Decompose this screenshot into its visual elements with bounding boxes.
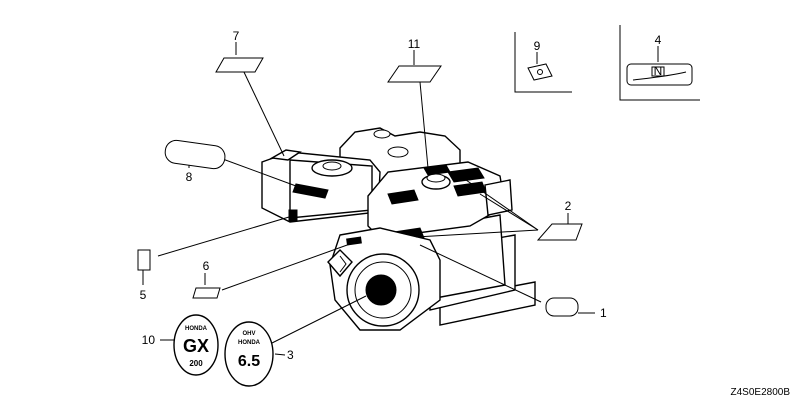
label-5-decal xyxy=(137,249,151,271)
label-11-decal xyxy=(387,65,442,83)
inset-4: N xyxy=(619,25,700,101)
emblem-gx-model: GX xyxy=(183,336,209,356)
callout-5: 5 xyxy=(140,288,147,302)
label-8-decal xyxy=(164,139,226,170)
label-7-decal xyxy=(215,57,264,73)
callout-4: 4 xyxy=(655,33,662,47)
emblem-gx-brand: HONDA xyxy=(185,326,208,332)
emblem-hp-line1: OHV xyxy=(242,331,255,337)
callout-2: 2 xyxy=(565,199,572,213)
callout-7: 7 xyxy=(233,29,240,43)
label-parts: HONDA GX 200 OHV HONDA 6.5 xyxy=(137,57,583,387)
callout-9: 9 xyxy=(534,39,541,53)
callout-3: 3 xyxy=(287,348,294,362)
callout-numbers: 7 11 9 4 8 2 6 5 1 10 3 xyxy=(140,29,662,362)
emblem-hp-power: 6.5 xyxy=(238,353,260,370)
inset-9 xyxy=(514,32,572,93)
engine-illustration xyxy=(261,127,536,331)
label-6-decal xyxy=(192,287,221,299)
emblem-gx: HONDA GX 200 xyxy=(173,314,219,376)
callout-8: 8 xyxy=(186,170,193,184)
emblem-hp: OHV HONDA 6.5 xyxy=(224,321,274,387)
diagram-code: Z4S0E2800B xyxy=(731,387,791,398)
label-4-symbol: N xyxy=(654,64,663,78)
leader-lines xyxy=(142,42,659,356)
callout-6: 6 xyxy=(203,259,210,273)
label-1-decal xyxy=(545,297,579,317)
emblem-hp-brand: HONDA xyxy=(238,340,261,346)
callout-11: 11 xyxy=(408,37,421,51)
label-2-decal xyxy=(536,223,583,241)
callout-1: 1 xyxy=(600,306,607,320)
callout-10: 10 xyxy=(142,333,156,347)
emblem-gx-displacement: 200 xyxy=(189,359,203,368)
